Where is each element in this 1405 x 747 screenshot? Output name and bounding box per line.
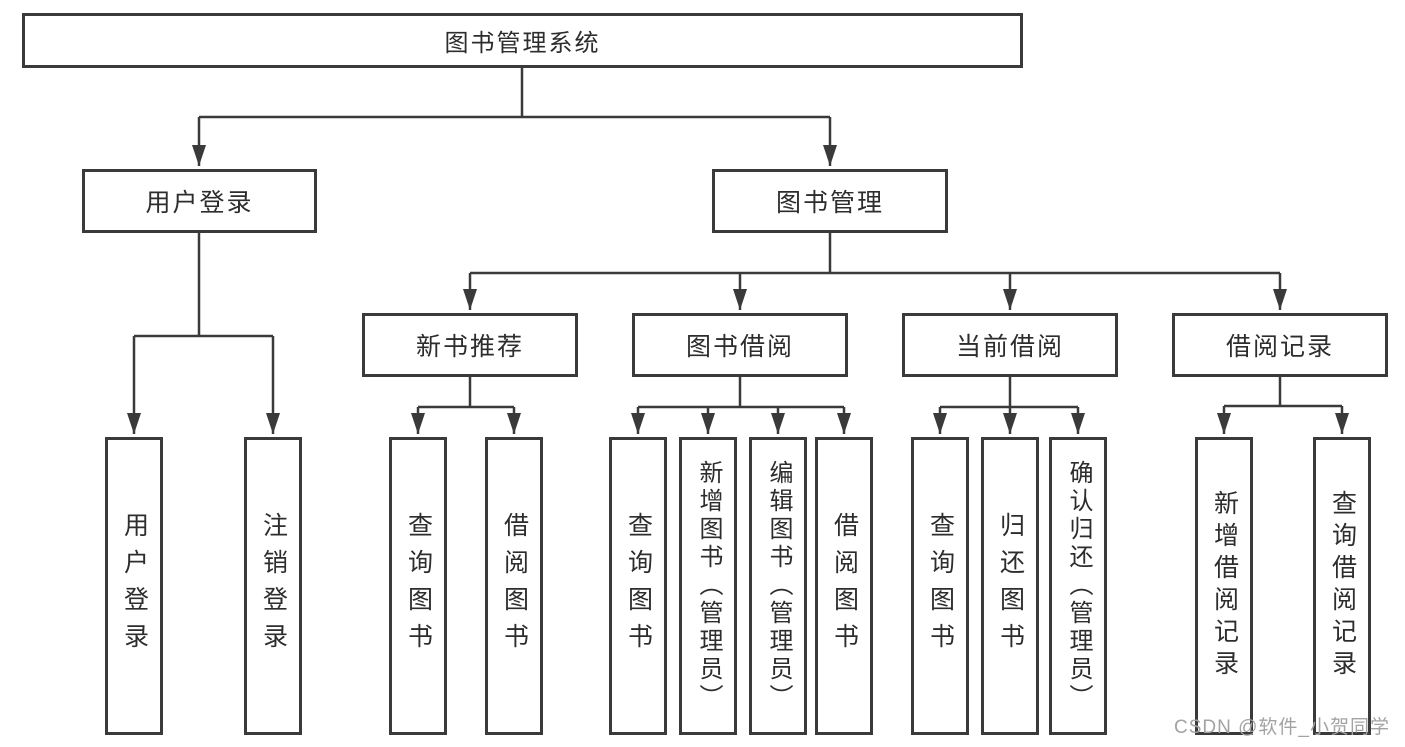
leaf-label: 新增图书（管理员） <box>695 460 722 712</box>
leaf-label: 查询借阅记录 <box>1328 490 1357 682</box>
node-leaf-add-borrow-record: 新增借阅记录 <box>1195 437 1253 735</box>
node-leaf-borrow-book: 借阅图书 <box>815 437 873 735</box>
node-book-borrow: 图书借阅 <box>632 313 848 377</box>
leaf-label: 用户登录 <box>120 512 149 660</box>
node-leaf-query-borrow-record: 查询借阅记录 <box>1313 437 1371 735</box>
leaf-label: 借阅图书 <box>500 512 529 660</box>
node-leaf-borrow-book-recommend: 借阅图书 <box>485 437 543 735</box>
node-new-book-recommend: 新书推荐 <box>362 313 578 377</box>
node-book-management: 图书管理 <box>712 169 948 233</box>
node-root: 图书管理系统 <box>22 13 1023 68</box>
node-leaf-query-book-recommend: 查询图书 <box>389 437 447 735</box>
node-leaf-user-login: 用户登录 <box>105 437 163 735</box>
leaf-label: 借阅图书 <box>830 512 859 660</box>
leaf-label: 查询图书 <box>404 512 433 660</box>
node-leaf-return-book: 归还图书 <box>981 437 1039 735</box>
node-user-login: 用户登录 <box>82 169 317 233</box>
node-leaf-query-book-current: 查询图书 <box>911 437 969 735</box>
node-leaf-edit-book-admin: 编辑图书（管理员） <box>749 437 807 735</box>
leaf-label: 编辑图书（管理员） <box>765 460 792 712</box>
csdn-watermark: CSDN @软件_小贺同学 <box>1174 717 1390 738</box>
leaf-label: 注销登录 <box>259 512 288 660</box>
node-leaf-query-book-borrow: 查询图书 <box>609 437 667 735</box>
leaf-label: 归还图书 <box>996 512 1025 660</box>
node-leaf-add-book-admin: 新增图书（管理员） <box>679 437 737 735</box>
node-current-borrow: 当前借阅 <box>902 313 1118 377</box>
node-leaf-confirm-return-admin: 确认归还（管理员） <box>1049 437 1107 735</box>
node-borrow-record: 借阅记录 <box>1172 313 1388 377</box>
node-leaf-logout: 注销登录 <box>244 437 302 735</box>
leaf-label: 新增借阅记录 <box>1210 490 1239 682</box>
leaf-label: 确认归还（管理员） <box>1065 460 1092 712</box>
leaf-label: 查询图书 <box>624 512 653 660</box>
leaf-label: 查询图书 <box>926 512 955 660</box>
